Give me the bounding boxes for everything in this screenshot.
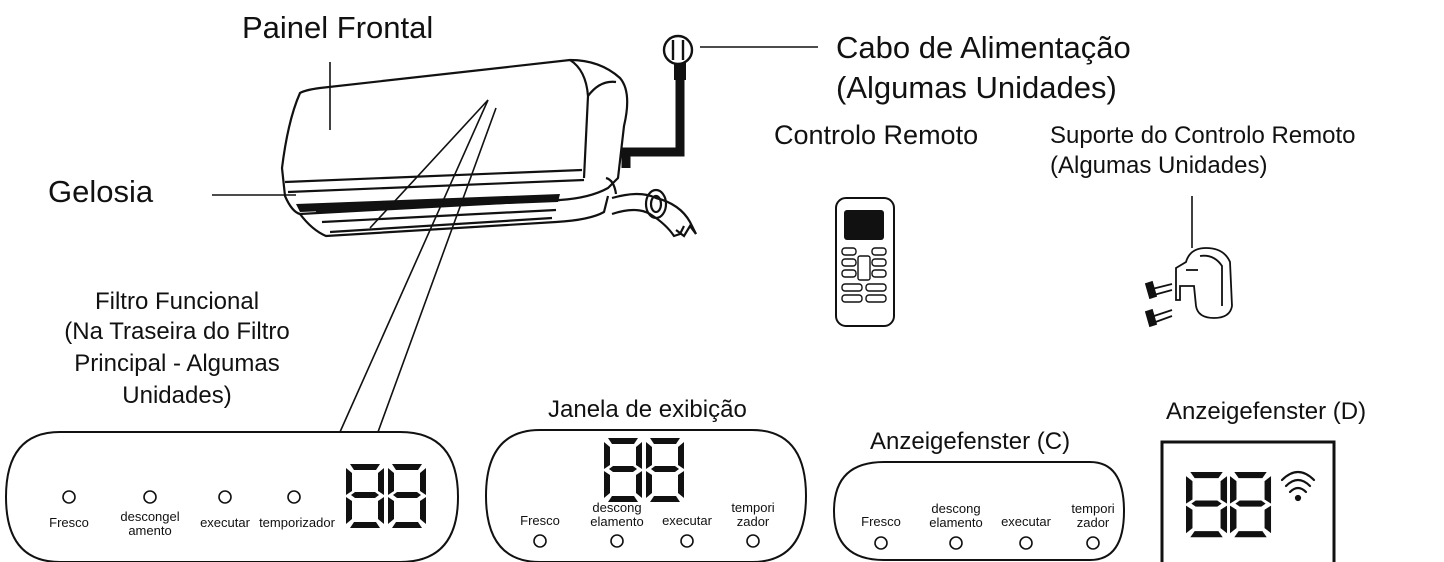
panel-b-defrost-label-2: elamento	[590, 514, 644, 529]
panel-c-timer-label-1: tempori	[1071, 501, 1115, 516]
leader-lines	[212, 46, 1193, 433]
panel-c-led-timer	[1086, 536, 1100, 550]
panel-c-led-fresh	[874, 536, 888, 550]
panel-a-defrost-label-2: amento	[128, 523, 172, 538]
louver-band	[296, 194, 560, 212]
remote-holder-label: Suporte do Controlo Remoto	[1050, 122, 1356, 149]
display-panel-a	[4, 431, 460, 562]
panel-b-led-run	[680, 534, 694, 548]
remote-holder	[1144, 247, 1233, 328]
panel-c-defrost-label-2: elamento	[929, 515, 983, 530]
louver-label: Gelosia	[48, 174, 154, 209]
panel-a-fresh-label: Fresco	[49, 515, 89, 530]
panel-c-led-run	[1019, 536, 1033, 550]
remote-controller	[835, 197, 895, 327]
panel-c-led-defrost	[949, 536, 963, 550]
filter-label-4: Unidades)	[122, 382, 232, 409]
filter-label-1: Filtro Funcional	[94, 288, 260, 315]
display-panel-c	[832, 461, 1126, 561]
panel-b-defrost-label-1: descong	[592, 500, 642, 515]
panel-b-led-fresh	[533, 534, 547, 548]
front-panel-label: Painel Frontal	[242, 10, 434, 45]
panel-c-defrost-label-1: descong	[931, 501, 981, 516]
panel-b-fresh-label: Fresco	[520, 513, 560, 528]
panel-c-fresh-label: Fresco	[861, 514, 901, 529]
filter-label-3: Principal - Algumas	[74, 350, 280, 377]
panel-a-led-fresh	[62, 490, 76, 504]
display-panel-d	[1160, 440, 1336, 562]
power-cable	[621, 34, 694, 168]
panel-a-led-run	[218, 490, 232, 504]
panel-b-led-defrost	[610, 534, 624, 548]
panel-a-led-timer	[287, 490, 301, 504]
filter-label-2: (Na Traseira do Filtro	[64, 318, 290, 345]
power-cable-note: (Algumas Unidades)	[836, 70, 1117, 105]
power-cable-label: Cabo de Alimentação	[836, 30, 1131, 65]
panel-b-title: Janela de exibição	[548, 396, 747, 423]
display-panel-b	[484, 429, 808, 562]
panel-b-led-timer	[746, 534, 760, 548]
wifi-icon	[1280, 470, 1316, 502]
drain-hose	[611, 188, 697, 238]
panel-a-timer-label: temporizador	[259, 515, 335, 530]
panel-d-title: Anzeigefenster (D)	[1166, 398, 1367, 425]
remote-label: Controlo Remoto	[774, 120, 979, 150]
panel-a-led-defrost	[143, 490, 157, 504]
panel-c-run-label: executar	[1001, 514, 1051, 529]
panel-c-timer-label-2: zador	[1076, 515, 1110, 530]
panel-b-timer-label-1: tempori	[731, 500, 775, 515]
panel-c-title: Anzeigefenster (C)	[870, 428, 1071, 455]
panel-a-run-label: executar	[200, 515, 250, 530]
indoor-unit	[280, 58, 629, 238]
panel-b-timer-label-2: zador	[736, 514, 770, 529]
panel-b-run-label: executar	[662, 513, 712, 528]
panel-a-defrost-label-1: descongel	[120, 509, 180, 524]
remote-holder-note: (Algumas Unidades)	[1050, 152, 1268, 179]
